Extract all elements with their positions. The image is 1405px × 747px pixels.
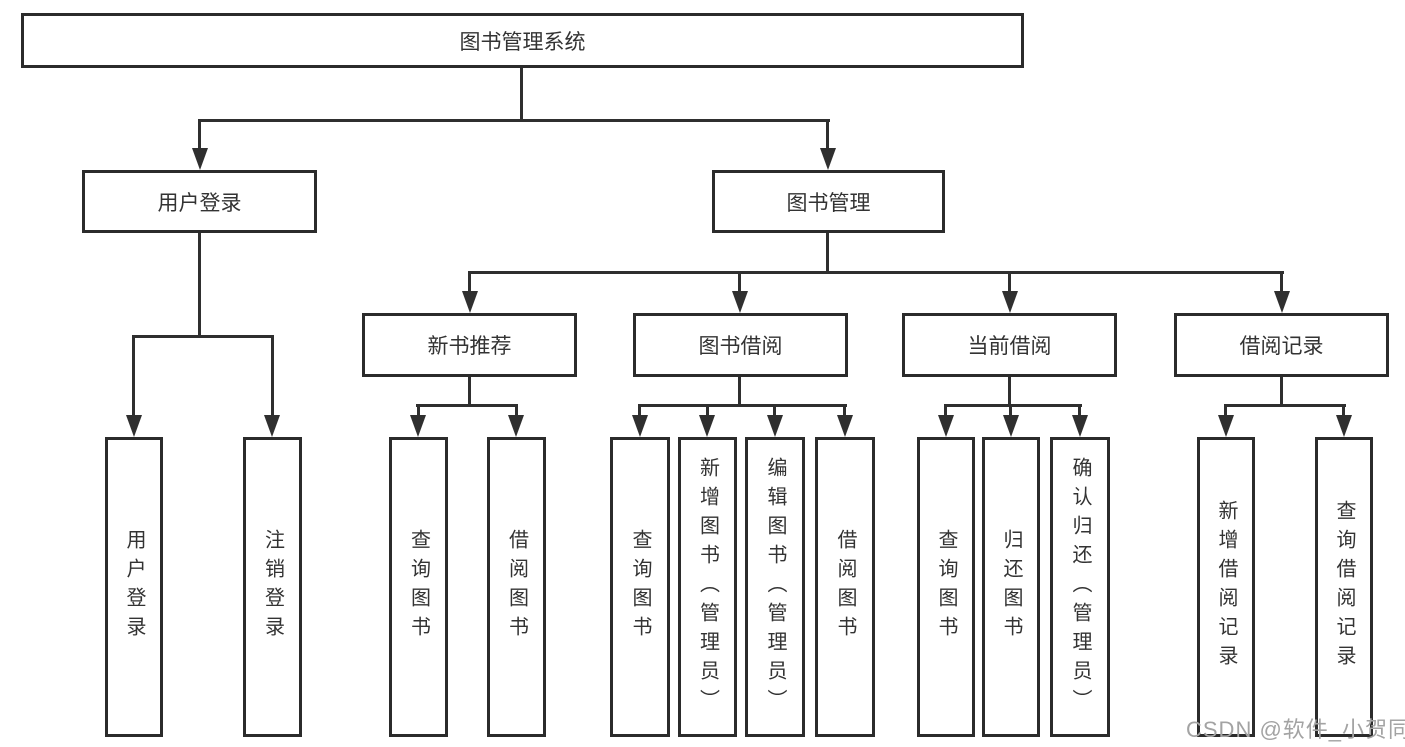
connector-leaf-shaft — [417, 404, 420, 419]
connector-user-login-shaft — [198, 119, 201, 152]
connector-leaf-shaft — [1342, 404, 1345, 419]
arrowhead-l3 — [1274, 291, 1290, 313]
arrowhead-leaf — [1218, 415, 1234, 437]
leaf-borrow-books-recommend: 借阅图书 — [487, 437, 546, 737]
leaf-label: 编辑图书（管理员） — [764, 456, 786, 718]
arrowhead-leaf — [410, 415, 426, 437]
arrowhead-leaf — [126, 415, 142, 437]
arrowhead-leaf — [508, 415, 524, 437]
arrowhead-leaf — [938, 415, 954, 437]
leaf-label: 用户登录 — [123, 529, 145, 645]
connector-leaf-shaft — [638, 404, 641, 419]
leaf-label: 查询借阅记录 — [1333, 500, 1355, 674]
leaf-label: 借阅图书 — [834, 529, 856, 645]
connector-l3-shaft — [468, 271, 471, 297]
node-book-borrow: 图书借阅 — [633, 313, 848, 377]
arrowhead-l3 — [1002, 291, 1018, 313]
connector-stem — [1280, 377, 1283, 407]
node-new-book-recommend: 新书推荐 — [362, 313, 577, 377]
connector-l3-shaft — [738, 271, 741, 297]
node-current-borrow: 当前借阅 — [902, 313, 1117, 377]
node-borrow-records-label: 借阅记录 — [1239, 335, 1324, 358]
connector-leaf-shaft — [515, 404, 518, 419]
node-current-borrow-label: 当前借阅 — [967, 335, 1052, 358]
connector-bar — [416, 404, 518, 407]
node-new-book-recommend-label: 新书推荐 — [427, 335, 512, 358]
leaf-user-login: 用户登录 — [105, 437, 163, 737]
connector-leaf-shaft — [132, 335, 135, 417]
node-book-management: 图书管理 — [712, 170, 945, 233]
leaf-edit-books-admin: 编辑图书（管理员） — [745, 437, 805, 737]
node-user-login-label: 用户登录 — [157, 191, 242, 215]
node-borrow-records: 借阅记录 — [1174, 313, 1389, 377]
connector-leaf-shaft — [271, 335, 274, 417]
connector-l3-shaft — [1008, 271, 1011, 297]
connector-stem — [468, 377, 471, 407]
leaf-label: 新增借阅记录 — [1215, 500, 1237, 674]
node-root-label: 图书管理系统 — [459, 30, 586, 54]
csdn-watermark: CSDN @软件_小贺同学 — [1186, 717, 1405, 742]
node-book-borrow-label: 图书借阅 — [698, 335, 783, 358]
arrowhead-leaf — [1003, 415, 1019, 437]
connector-leaf-shaft — [706, 404, 709, 419]
arrowhead-l3 — [462, 291, 478, 313]
connector-leaf-shaft — [944, 404, 947, 419]
leaf-query-books-borrow: 查询图书 — [610, 437, 670, 737]
connector-user-login-stem — [198, 233, 201, 335]
connector-stem — [1008, 377, 1011, 407]
connector-bar — [638, 404, 847, 407]
leaf-query-borrow-record: 查询借阅记录 — [1315, 437, 1373, 737]
node-root: 图书管理系统 — [21, 13, 1024, 68]
leaf-label: 查询图书 — [629, 529, 651, 645]
arrowhead-book-mgmt — [820, 148, 836, 170]
arrowhead-l3 — [732, 291, 748, 313]
leaf-add-books-admin: 新增图书（管理员） — [678, 437, 737, 737]
arrowhead-user-login — [192, 148, 208, 170]
leaf-label: 确认归还（管理员） — [1069, 456, 1091, 718]
leaf-query-books-recommend: 查询图书 — [389, 437, 448, 737]
leaf-query-books-current: 查询图书 — [917, 437, 975, 737]
arrowhead-leaf — [1072, 415, 1088, 437]
leaf-label: 注销登录 — [261, 529, 284, 645]
connector-level3-bar — [468, 271, 1284, 274]
connector-book-mgmt-shaft — [826, 119, 829, 152]
arrowhead-leaf — [264, 415, 280, 437]
leaf-logout: 注销登录 — [243, 437, 302, 737]
connector-level2-bar — [198, 119, 830, 122]
connector-stem — [738, 377, 741, 407]
arrowhead-leaf — [632, 415, 648, 437]
connector-book-mgmt-stem — [826, 233, 829, 271]
connector-leaf-shaft — [1078, 404, 1081, 419]
leaf-return-books: 归还图书 — [982, 437, 1040, 737]
connector-leaf-shaft — [843, 404, 846, 419]
connector-bar — [944, 404, 1082, 407]
node-book-management-label: 图书管理 — [786, 191, 871, 215]
leaf-label: 查询图书 — [935, 529, 957, 645]
connector-l3-shaft — [1280, 271, 1283, 297]
leaf-borrow-books: 借阅图书 — [815, 437, 875, 737]
connector-leaf-shaft — [1224, 404, 1227, 419]
leaf-add-borrow-record: 新增借阅记录 — [1197, 437, 1255, 737]
leaf-label: 借阅图书 — [505, 529, 528, 645]
connector-root-stem — [520, 68, 523, 119]
leaf-label: 新增图书（管理员） — [696, 456, 719, 718]
arrowhead-leaf — [767, 415, 783, 437]
arrowhead-leaf — [699, 415, 715, 437]
leaf-label: 查询图书 — [407, 529, 430, 645]
leaf-confirm-return-admin: 确认归还（管理员） — [1050, 437, 1110, 737]
leaf-label: 归还图书 — [1000, 529, 1022, 645]
connector-leaf-shaft — [1009, 404, 1012, 419]
arrowhead-leaf — [837, 415, 853, 437]
connector-leaf-shaft — [773, 404, 776, 419]
arrowhead-leaf — [1336, 415, 1352, 437]
connector-bar — [1224, 404, 1346, 407]
connector-user-login-bar — [132, 335, 274, 338]
node-user-login: 用户登录 — [82, 170, 317, 233]
